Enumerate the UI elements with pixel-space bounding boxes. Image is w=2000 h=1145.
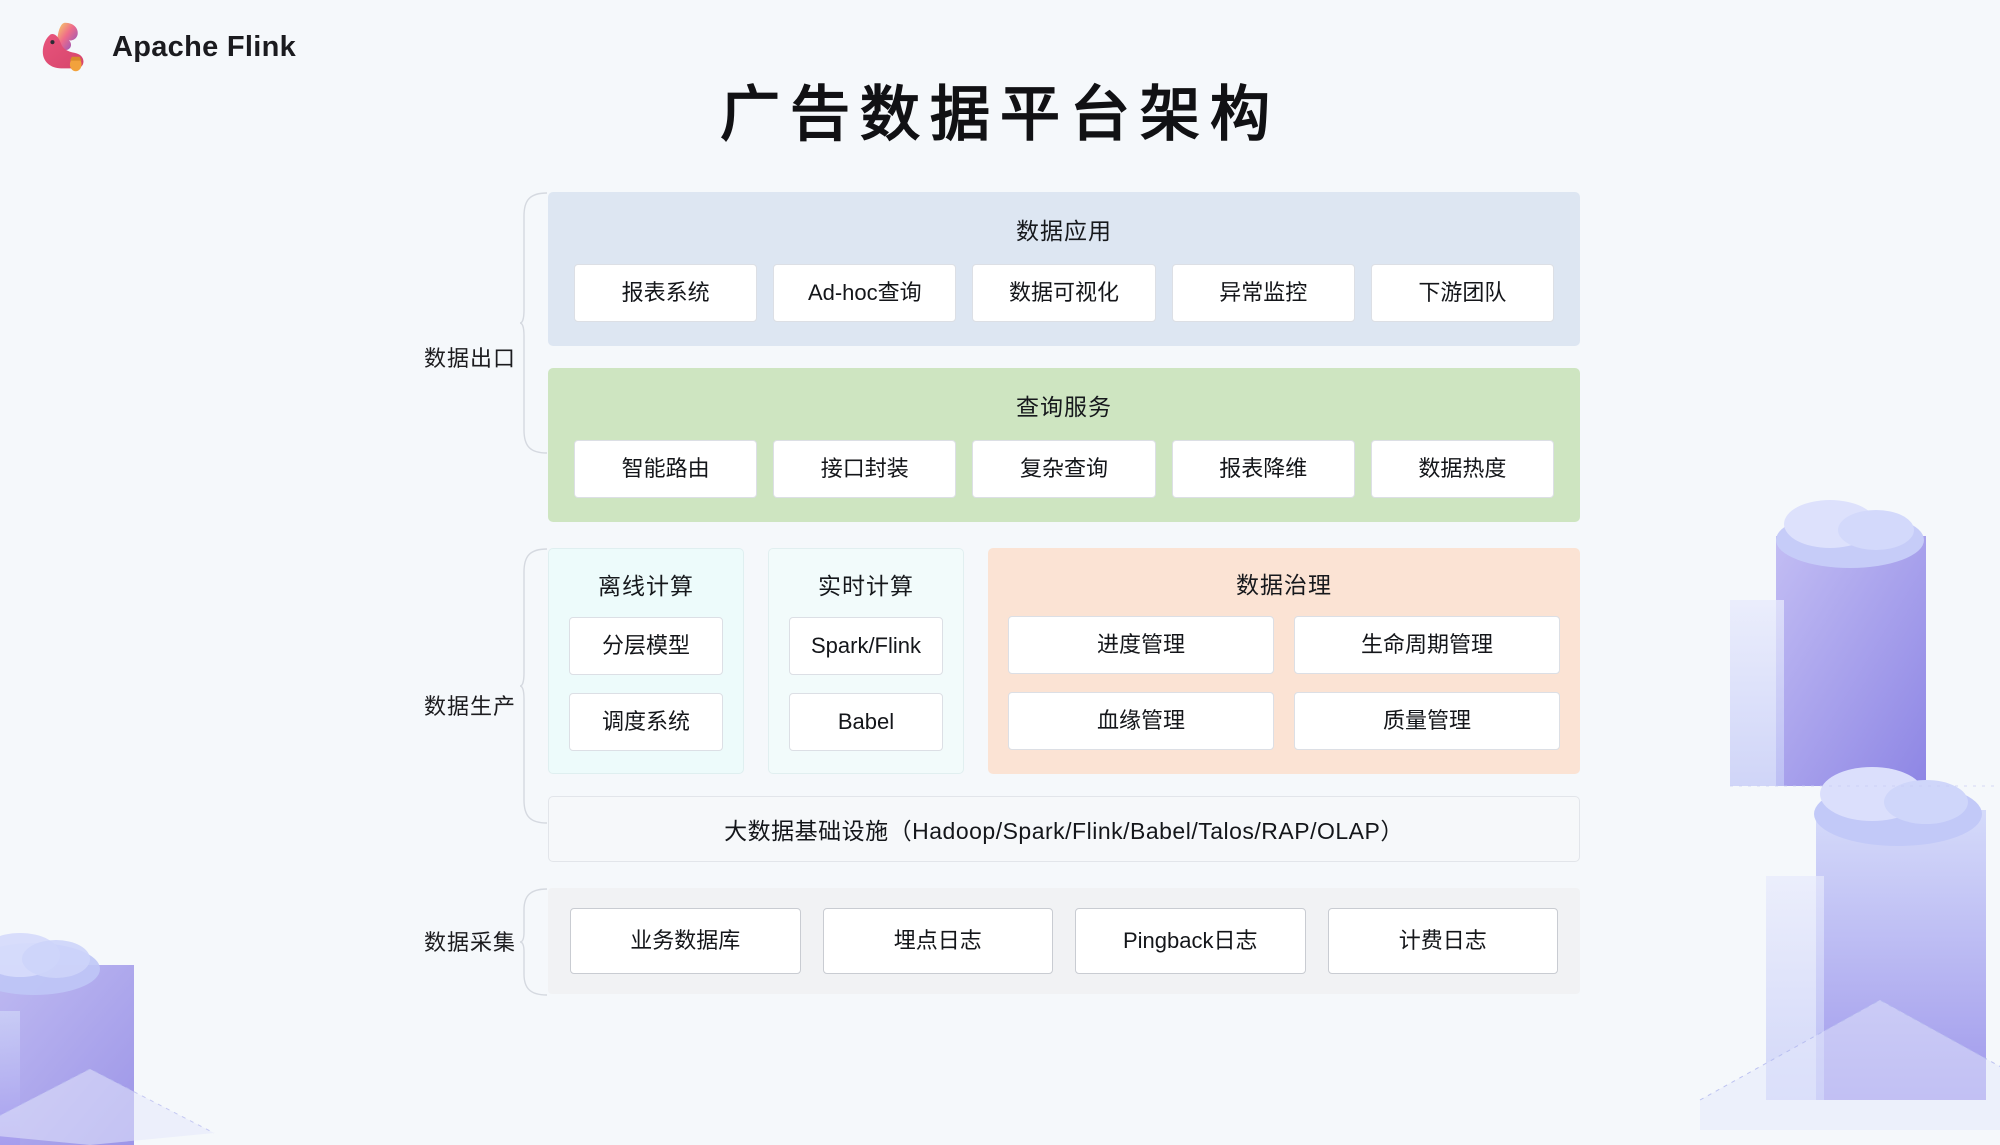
bracket-curve-icon xyxy=(520,192,548,454)
band-body-data-collection: 业务数据库 埋点日志 Pingback日志 计费日志 xyxy=(548,888,1580,994)
left-cloud-tower-art xyxy=(0,933,215,1145)
chip-quality-management[interactable]: 质量管理 xyxy=(1294,692,1560,750)
page-title: 广告数据平台架构 xyxy=(720,81,1280,148)
chip-tracking-log[interactable]: 埋点日志 xyxy=(822,908,1053,974)
chip-smart-routing[interactable]: 智能路由 xyxy=(574,440,758,498)
chip-report-system[interactable]: 报表系统 xyxy=(574,264,758,322)
band-label-data-outlet: 数据出口 xyxy=(423,346,516,371)
chip-scheduling-system[interactable]: 调度系统 xyxy=(569,693,723,751)
production-panels: 离线计算 分层模型 调度系统 实时计算 Spark/Flink Babel 数据… xyxy=(548,548,1580,774)
spacer xyxy=(390,522,1580,548)
band-body-data-outlet: 数据应用 报表系统 Ad-hoc查询 数据可视化 异常监控 下游团队 查询服务 … xyxy=(548,192,1580,522)
section-data-applications: 数据应用 报表系统 Ad-hoc查询 数据可视化 异常监控 下游团队 xyxy=(548,192,1580,346)
section-title-query-service: 查询服务 xyxy=(1016,394,1112,420)
chip-pingback-log[interactable]: Pingback日志 xyxy=(1075,908,1306,974)
chip-spark-flink[interactable]: Spark/Flink xyxy=(789,617,943,675)
section-title-data-applications: 数据应用 xyxy=(1016,218,1112,244)
band-data-collection: 数据采集 业务数据库 埋点日志 Pingback日志 计费日志 xyxy=(390,888,1580,996)
chip-billing-log[interactable]: 计费日志 xyxy=(1327,908,1558,974)
chip-lifecycle-management[interactable]: 生命周期管理 xyxy=(1294,616,1560,674)
section-query-service: 查询服务 智能路由 接口封装 复杂查询 报表降维 数据热度 xyxy=(548,368,1580,522)
chip-list-realtime-computing: Spark/Flink Babel xyxy=(789,617,943,751)
brand-name: Apache Flink xyxy=(112,30,297,63)
chip-row: 血缘管理 质量管理 xyxy=(1008,692,1560,750)
panel-title-realtime-computing: 实时计算 xyxy=(818,573,914,599)
flink-squirrel-logo-icon xyxy=(42,22,84,72)
chip-data-visualization[interactable]: 数据可视化 xyxy=(972,264,1156,322)
chip-list-offline-computing: 分层模型 调度系统 xyxy=(569,617,723,751)
band-data-outlet: 数据出口 数据应用 报表系统 Ad-hoc查询 数据可视化 异常监控 下游团队 … xyxy=(390,192,1580,522)
chip-data-heat[interactable]: 数据热度 xyxy=(1370,440,1555,498)
bracket-data-outlet xyxy=(520,192,548,522)
chip-progress-management[interactable]: 进度管理 xyxy=(1008,616,1274,674)
chip-adhoc-query[interactable]: Ad-hoc查询 xyxy=(773,264,957,322)
chip-anomaly-monitoring[interactable]: 异常监控 xyxy=(1171,264,1355,322)
chip-row: 进度管理 生命周期管理 xyxy=(1008,616,1560,674)
chip-list-query-service: 智能路由 接口封装 复杂查询 报表降维 数据热度 xyxy=(574,440,1555,498)
band-label-data-collection: 数据采集 xyxy=(423,930,516,955)
chip-list-data-collection: 业务数据库 埋点日志 Pingback日志 计费日志 xyxy=(570,908,1558,974)
chip-grid-data-governance: 进度管理 生命周期管理 血缘管理 质量管理 xyxy=(1008,616,1560,750)
section-data-collection: 业务数据库 埋点日志 Pingback日志 计费日志 xyxy=(548,888,1580,994)
right-cloud-tower-art xyxy=(1699,500,2000,1130)
chip-business-database[interactable]: 业务数据库 xyxy=(570,908,801,974)
bracket-curve-icon xyxy=(520,548,548,824)
chip-api-encapsulation[interactable]: 接口封装 xyxy=(773,440,957,498)
brand-header: Apache Flink xyxy=(36,16,296,78)
chip-complex-query[interactable]: 复杂查询 xyxy=(972,440,1156,498)
spacer xyxy=(548,346,1580,368)
spacer xyxy=(390,862,1580,888)
chip-report-reduction[interactable]: 报表降维 xyxy=(1171,440,1355,498)
chip-downstream-team[interactable]: 下游团队 xyxy=(1370,264,1555,322)
band-label-data-production: 数据生产 xyxy=(423,694,516,719)
bracket-data-collection xyxy=(520,888,548,996)
chip-list-data-applications: 报表系统 Ad-hoc查询 数据可视化 异常监控 下游团队 xyxy=(574,264,1555,322)
panel-title-offline-computing: 离线计算 xyxy=(598,573,694,599)
panel-realtime-computing: 实时计算 Spark/Flink Babel xyxy=(768,548,964,774)
bracket-curve-icon xyxy=(520,888,548,996)
chip-babel[interactable]: Babel xyxy=(789,693,943,751)
chip-lineage-management[interactable]: 血缘管理 xyxy=(1008,692,1274,750)
bracket-data-production xyxy=(520,548,548,862)
band-body-data-production: 离线计算 分层模型 调度系统 实时计算 Spark/Flink Babel 数据… xyxy=(548,548,1580,862)
panel-offline-computing: 离线计算 分层模型 调度系统 xyxy=(548,548,744,774)
chip-layered-model[interactable]: 分层模型 xyxy=(569,617,723,675)
infrastructure-bar[interactable]: 大数据基础设施（Hadoop/Spark/Flink/Babel/Talos/R… xyxy=(548,796,1580,862)
panel-title-data-governance: 数据治理 xyxy=(1236,572,1332,598)
architecture-diagram: 数据出口 数据应用 报表系统 Ad-hoc查询 数据可视化 异常监控 下游团队 … xyxy=(390,192,1580,996)
panel-data-governance: 数据治理 进度管理 生命周期管理 血缘管理 质量管理 xyxy=(988,548,1580,774)
band-data-production: 数据生产 离线计算 分层模型 调度系统 实时计算 Spark/Flink xyxy=(390,548,1580,862)
spacer xyxy=(548,774,1580,796)
